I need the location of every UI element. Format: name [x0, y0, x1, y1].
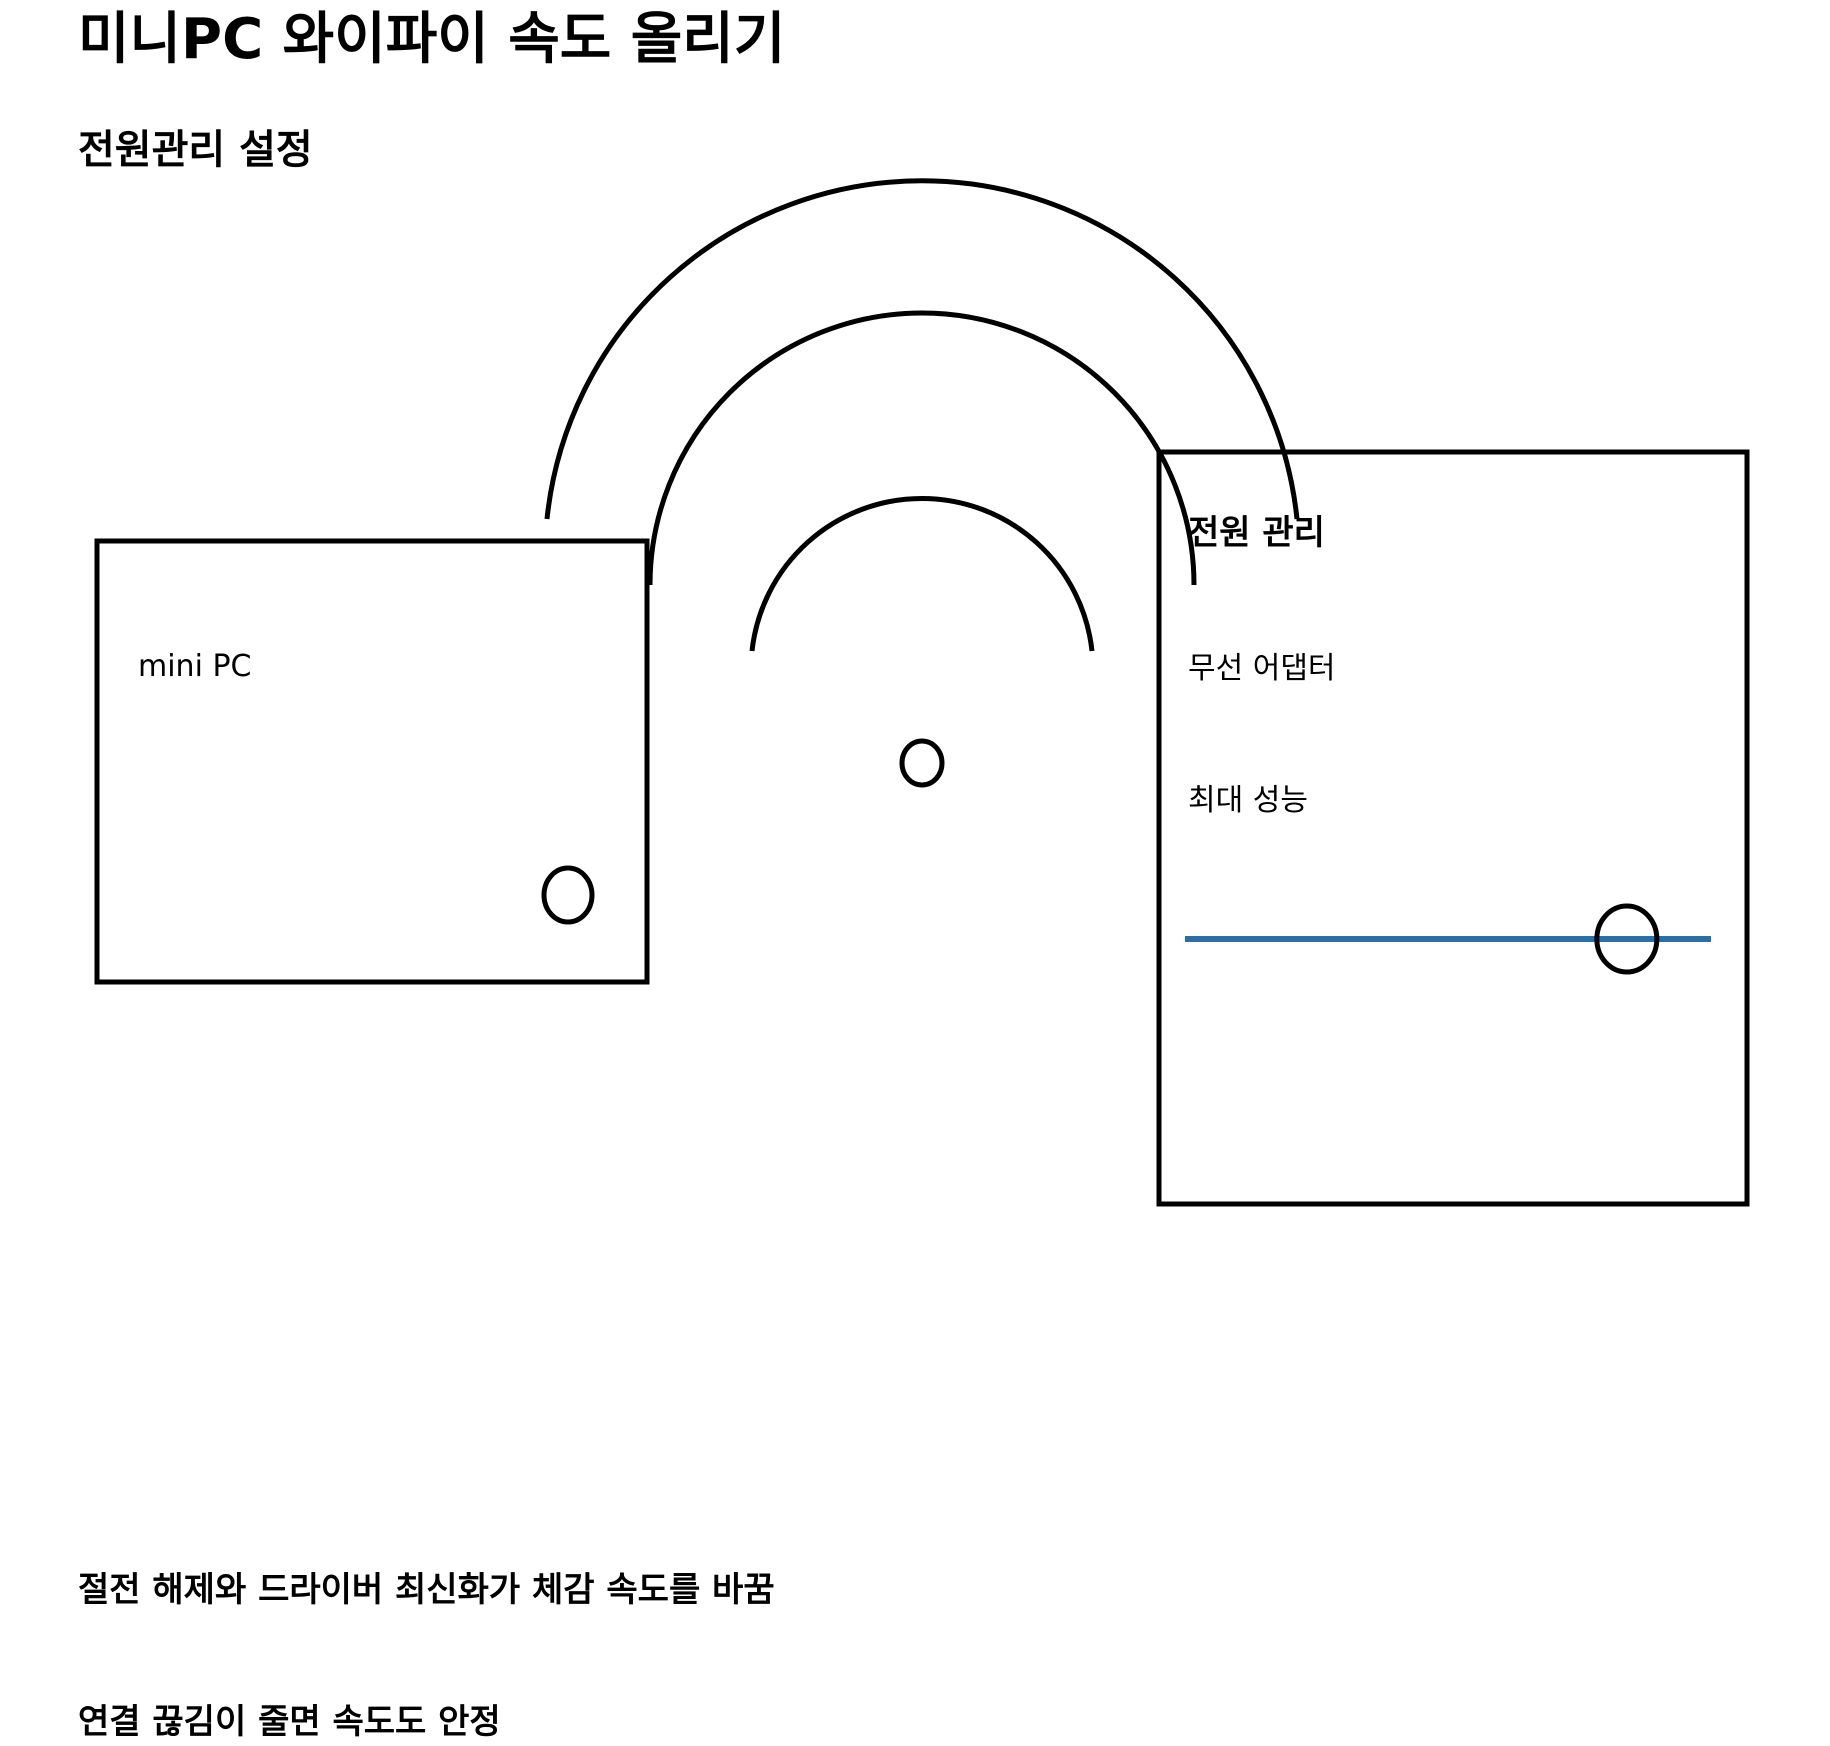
note-power-saving: 절전 해제와 드라이버 최신화가 체감 속도를 바꿈 — [78, 1570, 775, 1610]
wifi-arc-middle — [647, 310, 1197, 586]
mini-pc-power-button-icon — [541, 865, 595, 925]
mini-pc-box: mini PC — [94, 538, 650, 985]
section-title: 전원관리 설정 — [78, 127, 313, 173]
panel-item-max-performance: 최대 성능 — [1188, 783, 1308, 818]
page-title: 미니PC 와이파이 속도 올리기 — [78, 7, 786, 72]
mini-pc-outline — [94, 538, 650, 985]
wifi-arc-inner — [749, 495, 1095, 652]
panel-title: 전원 관리 — [1188, 513, 1325, 553]
panel-outline — [1156, 449, 1750, 1207]
performance-slider-knob — [1594, 903, 1660, 975]
mini-pc-label: mini PC — [138, 649, 251, 684]
wifi-arc-outer — [544, 178, 1300, 520]
note-stability: 연결 끊김이 줄면 속도도 안정 — [78, 1702, 501, 1742]
panel-item-wireless-adapter: 무선 어댑터 — [1188, 651, 1336, 686]
wifi-signal-icon — [544, 178, 1300, 788]
power-management-panel: 전원 관리 무선 어댑터 최대 성능 — [1156, 449, 1750, 1207]
wifi-dot — [899, 738, 945, 788]
